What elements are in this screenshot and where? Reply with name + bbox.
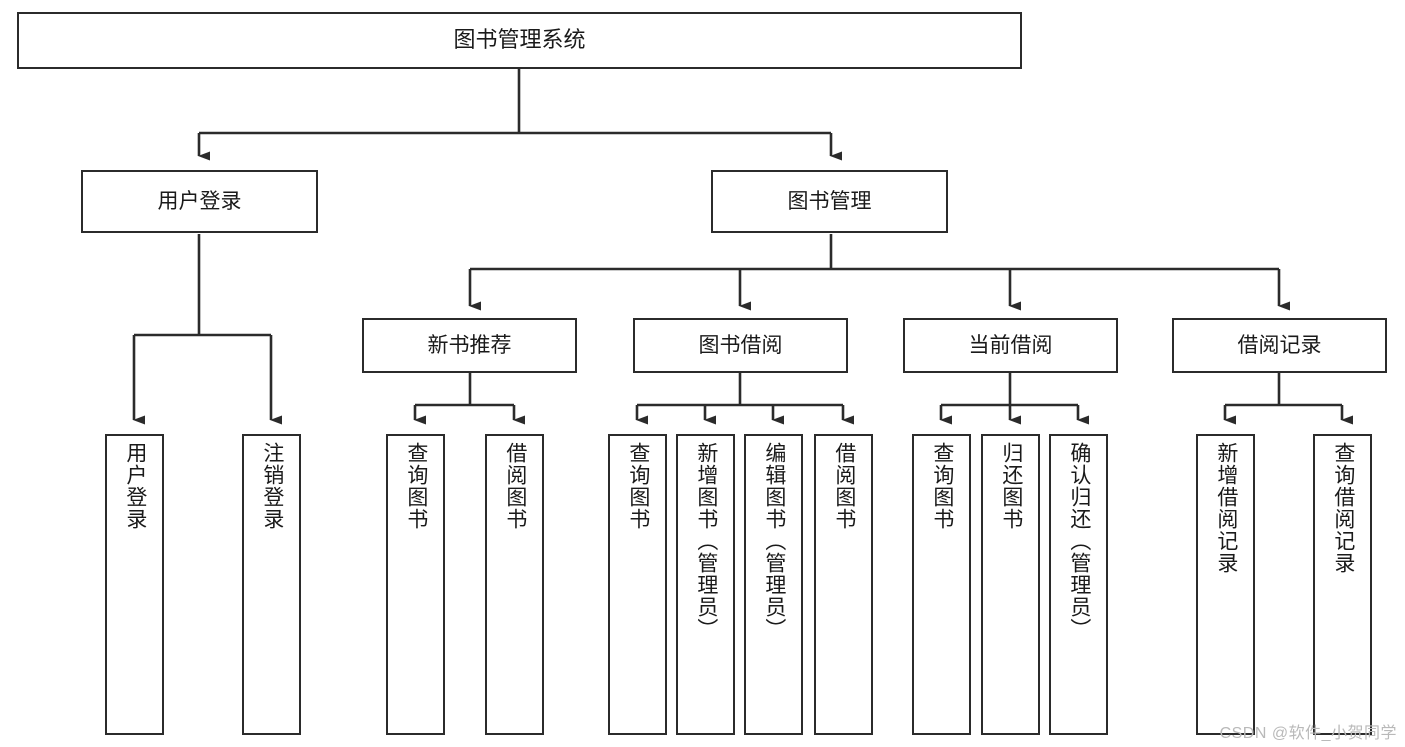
leaf-user-logout[interactable]: 注销登录 [242, 434, 301, 735]
node-new-book-recommend-label: 新书推荐 [427, 333, 512, 357]
node-user-login[interactable]: 用户登录 [81, 170, 318, 233]
leaf-recommend-query-book-label: 查询图书 [404, 442, 428, 530]
leaf-records-query-record-label: 查询借阅记录 [1331, 442, 1355, 574]
node-book-management-label: 图书管理 [787, 189, 872, 213]
leaf-recommend-borrow-book-label: 借阅图书 [503, 442, 527, 530]
node-book-borrow[interactable]: 图书借阅 [633, 318, 848, 373]
node-root[interactable]: 图书管理系统 [17, 12, 1022, 69]
leaf-borrow-borrow-book-label: 借阅图书 [832, 442, 856, 530]
node-new-book-recommend[interactable]: 新书推荐 [362, 318, 577, 373]
leaf-current-confirm-return[interactable]: 确认归还（管理员） [1049, 434, 1108, 735]
node-current-borrow[interactable]: 当前借阅 [903, 318, 1118, 373]
leaf-borrow-edit-book-label: 编辑图书（管理员） [762, 442, 786, 640]
leaf-current-confirm-return-label: 确认归还（管理员） [1067, 442, 1091, 640]
node-current-borrow-label: 当前借阅 [968, 333, 1053, 357]
leaf-recommend-borrow-book[interactable]: 借阅图书 [485, 434, 544, 735]
leaf-current-query-book-label: 查询图书 [930, 442, 954, 530]
leaf-borrow-edit-book[interactable]: 编辑图书（管理员） [744, 434, 803, 735]
node-borrow-records-label: 借阅记录 [1237, 333, 1322, 357]
leaf-recommend-query-book[interactable]: 查询图书 [386, 434, 445, 735]
leaf-borrow-add-book-label: 新增图书（管理员） [694, 442, 718, 640]
leaf-user-login[interactable]: 用户登录 [105, 434, 164, 735]
watermark-text: CSDN @软件_小贺同学 [1219, 725, 1397, 742]
leaf-current-return-book[interactable]: 归还图书 [981, 434, 1040, 735]
node-user-login-label: 用户登录 [157, 189, 242, 213]
leaf-records-add-record[interactable]: 新增借阅记录 [1196, 434, 1255, 735]
node-book-borrow-label: 图书借阅 [698, 333, 783, 357]
leaf-borrow-add-book[interactable]: 新增图书（管理员） [676, 434, 735, 735]
node-root-label: 图书管理系统 [453, 27, 586, 53]
leaf-current-query-book[interactable]: 查询图书 [912, 434, 971, 735]
leaf-current-return-book-label: 归还图书 [999, 442, 1023, 530]
leaf-borrow-query-book[interactable]: 查询图书 [608, 434, 667, 735]
leaf-borrow-query-book-label: 查询图书 [626, 442, 650, 530]
node-book-management[interactable]: 图书管理 [711, 170, 948, 233]
leaf-user-login-label: 用户登录 [123, 442, 147, 530]
node-borrow-records[interactable]: 借阅记录 [1172, 318, 1387, 373]
leaf-borrow-borrow-book[interactable]: 借阅图书 [814, 434, 873, 735]
leaf-records-query-record[interactable]: 查询借阅记录 [1313, 434, 1372, 735]
leaf-user-logout-label: 注销登录 [260, 442, 284, 530]
leaf-records-add-record-label: 新增借阅记录 [1214, 442, 1238, 574]
